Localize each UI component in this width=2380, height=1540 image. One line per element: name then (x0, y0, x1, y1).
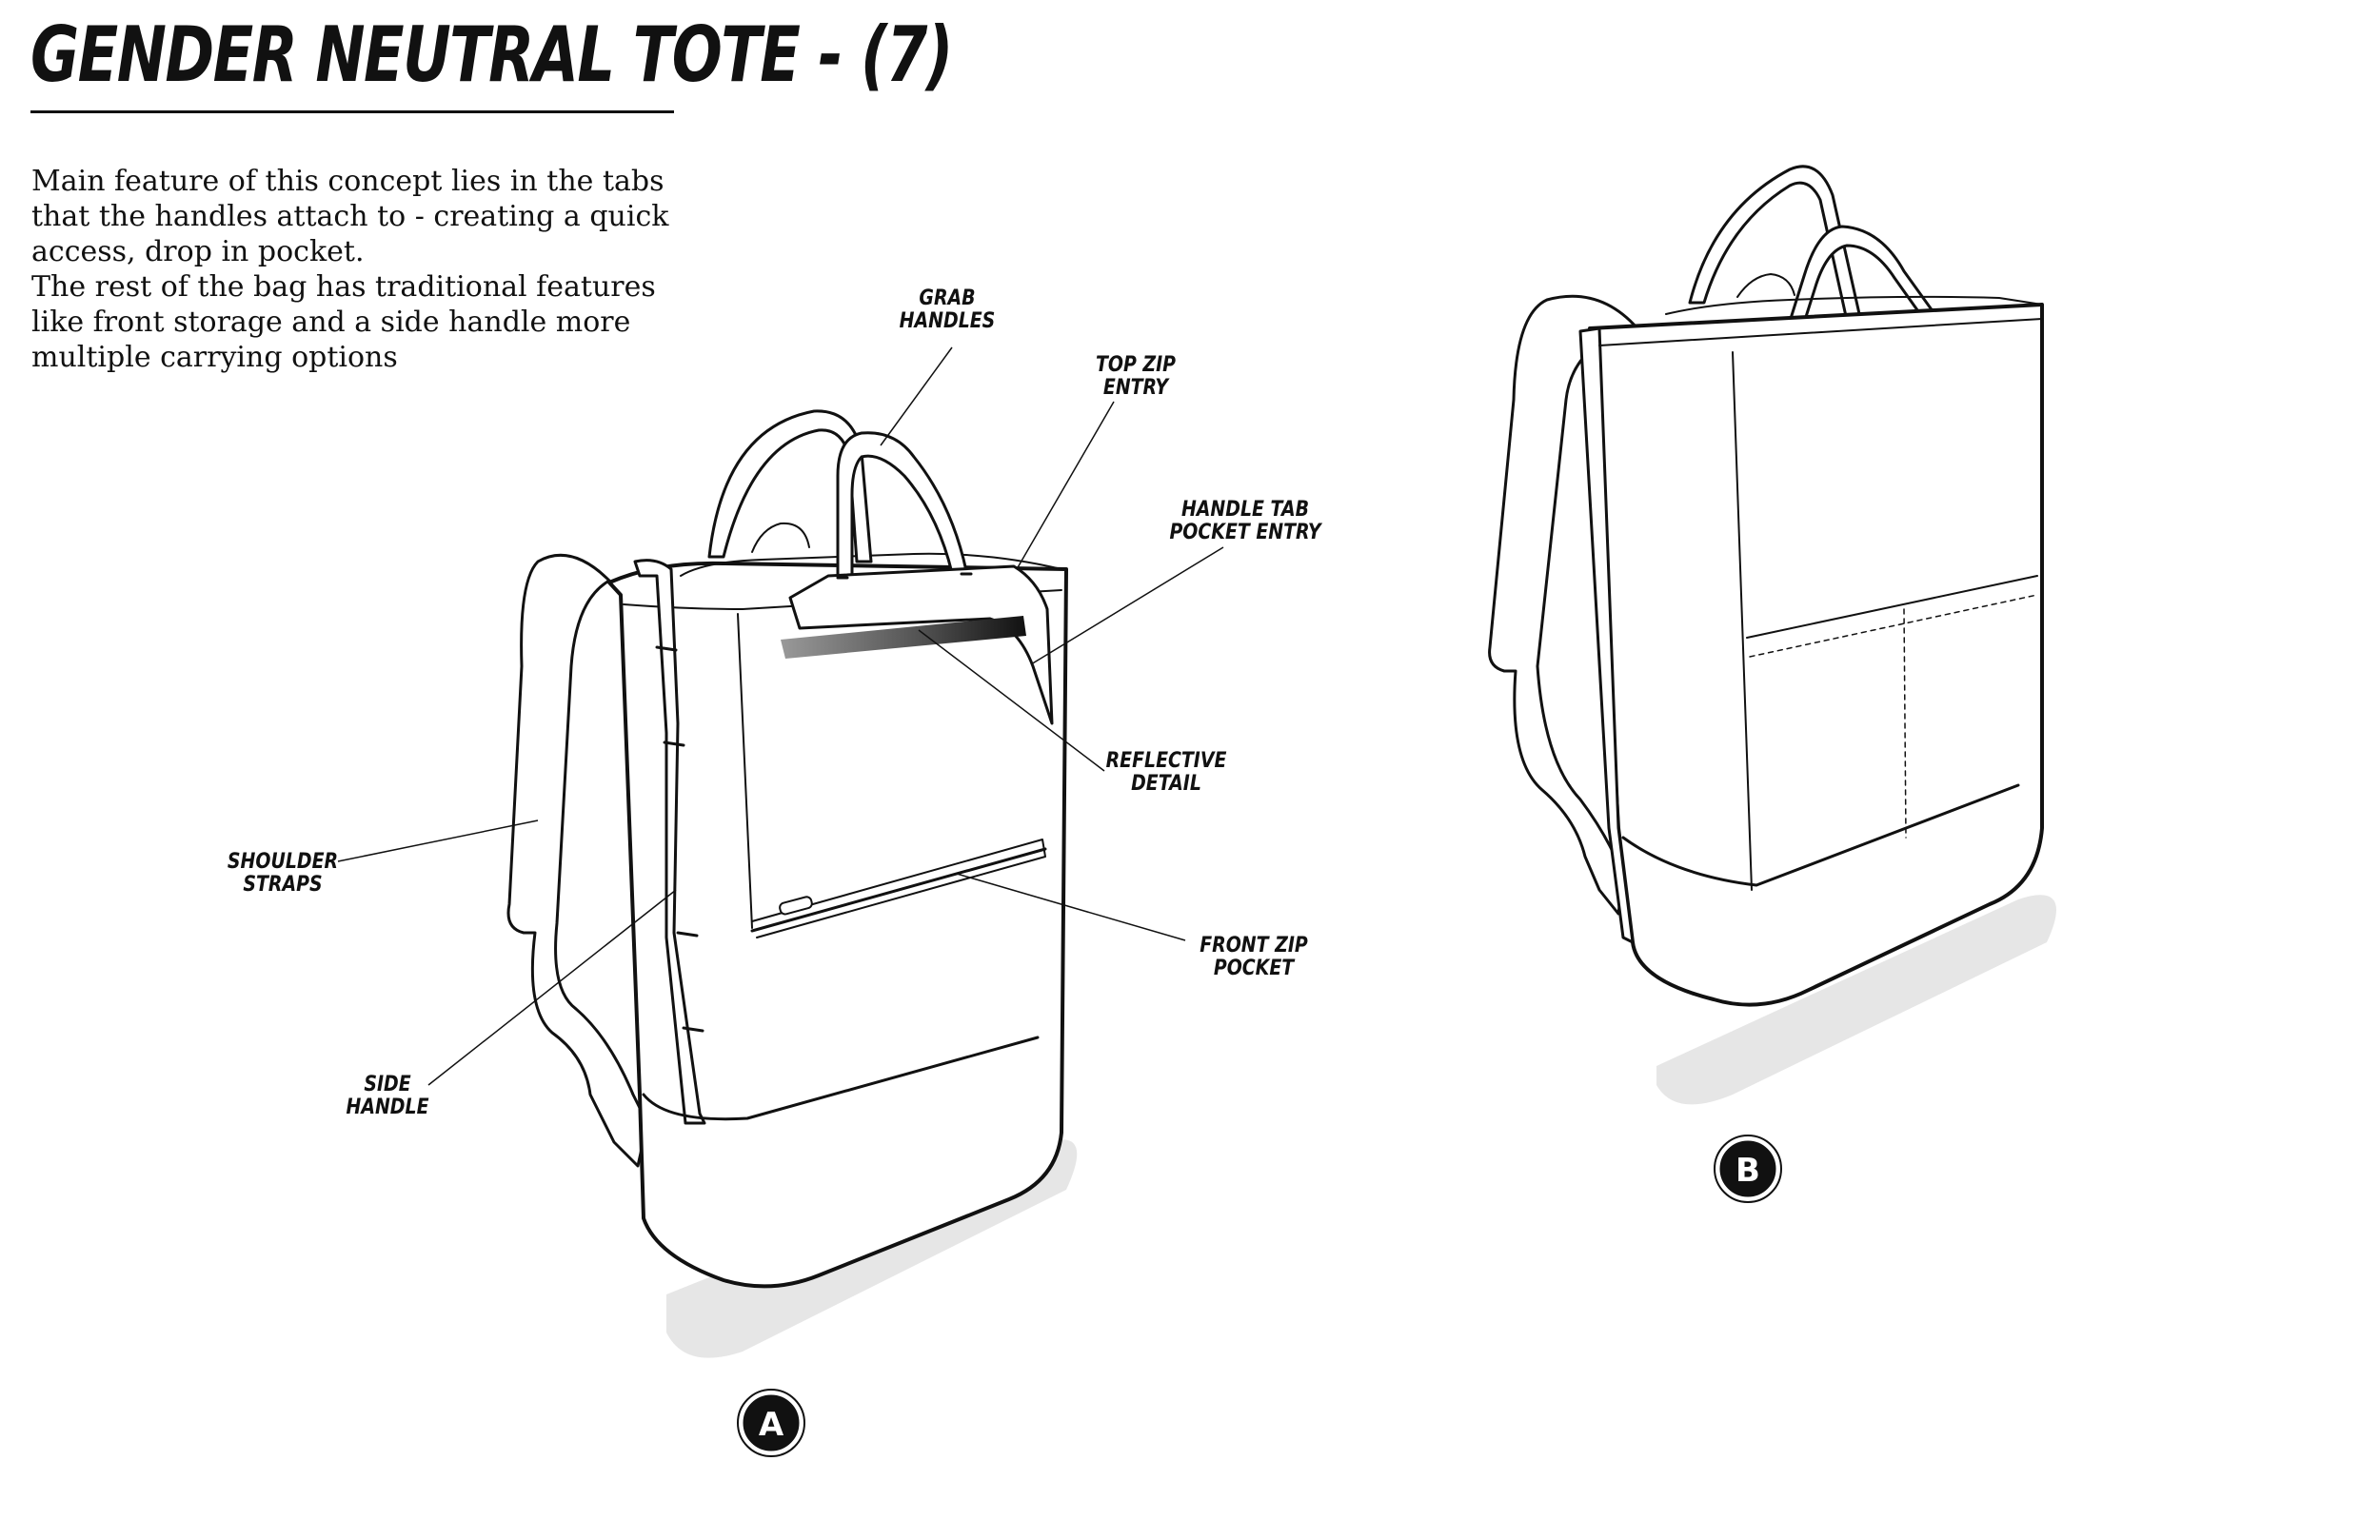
side-handle-stitch (676, 931, 699, 938)
side-handle (633, 559, 706, 1125)
bottom-seam (1621, 783, 2020, 887)
callout-front-zip-pocket: FRONT ZIP POCKET (1200, 935, 1308, 980)
top-rim (1665, 295, 2043, 315)
leader-top-zip-entry (1016, 401, 1115, 570)
callout-top-zip-entry: TOP ZIP ENTRY (1096, 354, 1176, 400)
title-underline (30, 110, 674, 113)
callout-line: TOP ZIP (1095, 353, 1177, 377)
side-handle-stitch (663, 740, 685, 747)
callout-line: STRAPS (243, 873, 323, 897)
callout-side-handle: SIDE HANDLE (346, 1074, 428, 1119)
callout-line: POCKET ENTRY (1169, 521, 1321, 544)
leader-shoulder-straps (337, 819, 539, 862)
callout-line: SHOULDER (227, 850, 339, 874)
leader-grab-handles (880, 346, 953, 446)
side-panel (1578, 326, 1635, 944)
callout-handle-tab-pocket-entry: HANDLE TAB POCKET ENTRY (1169, 499, 1320, 544)
view-b-badge: B (1714, 1135, 1782, 1203)
description-line: access, drop in pocket. (31, 235, 365, 268)
zip-pull (779, 896, 813, 916)
side-handle-stitch (655, 645, 678, 652)
leader-reflective-detail (918, 629, 1105, 772)
callout-shoulder-straps: SHOULDER STRAPS (228, 851, 338, 897)
description-line: Main feature of this concept lies in the… (31, 165, 664, 198)
pocket-stitch (1749, 594, 2038, 658)
front-zip-line (750, 847, 1047, 933)
callout-line: POCKET (1213, 957, 1295, 980)
callout-grab-handles: GRAB HANDLES (900, 287, 996, 333)
shoulder-strap (506, 553, 649, 1168)
top-band (1598, 318, 2043, 346)
leader-side-handle (427, 889, 677, 1086)
top-band (623, 589, 1062, 610)
bottom-seam (642, 1036, 1040, 1121)
view-a-badge: A (737, 1389, 805, 1457)
grab-handle-back (707, 409, 873, 563)
bag-body (1588, 303, 2044, 1007)
callout-reflective-detail: REFLECTIVE DETAIL (1106, 750, 1227, 796)
callout-line: ENTRY (1102, 376, 1169, 400)
shoulder-strap (1488, 294, 1639, 916)
view-b-label: B (1735, 1152, 1760, 1190)
leader-lines (337, 346, 1224, 1086)
description-line: multiple carrying options (31, 341, 398, 374)
panel-seam (1732, 351, 1753, 891)
callout-line: HANDLES (899, 309, 996, 333)
leader-front-zip-pocket (956, 873, 1186, 941)
callout-line: SIDE (364, 1073, 411, 1096)
pocket-stitch (1903, 608, 1907, 839)
leader-handle-tab-pocket-entry (1030, 546, 1224, 665)
ground-shadow (1656, 895, 2056, 1105)
view-b-drawing (1488, 165, 2056, 1105)
callout-line: REFLECTIVE (1105, 749, 1227, 773)
bag-body (607, 561, 1068, 1289)
callout-line: FRONT ZIP (1200, 934, 1308, 958)
callout-line: HANDLE TAB (1180, 498, 1310, 522)
panel-seam (737, 613, 753, 929)
callout-line: GRAB (919, 286, 976, 310)
view-a-label: A (759, 1406, 784, 1444)
view-a-drawing (506, 409, 1078, 1358)
grab-handle-inner (751, 522, 810, 553)
callout-line: HANDLE (346, 1096, 429, 1119)
description-line: that the handles attach to - creating a … (31, 200, 669, 233)
pocket-top-seam (1746, 575, 2038, 639)
reflective-strip (781, 616, 1026, 659)
side-handle-stitch (682, 1026, 704, 1033)
concept-description: Main feature of this concept lies in the… (31, 164, 698, 375)
description-line: like front storage and a side handle mor… (31, 306, 631, 339)
grab-handle-inner (1736, 273, 1795, 298)
front-zip-track (751, 839, 1046, 938)
page-title: GENDER NEUTRAL TOTE - (7) (30, 10, 953, 99)
callout-line: DETAIL (1131, 772, 1201, 796)
description-line: The rest of the bag has traditional feat… (31, 270, 656, 304)
